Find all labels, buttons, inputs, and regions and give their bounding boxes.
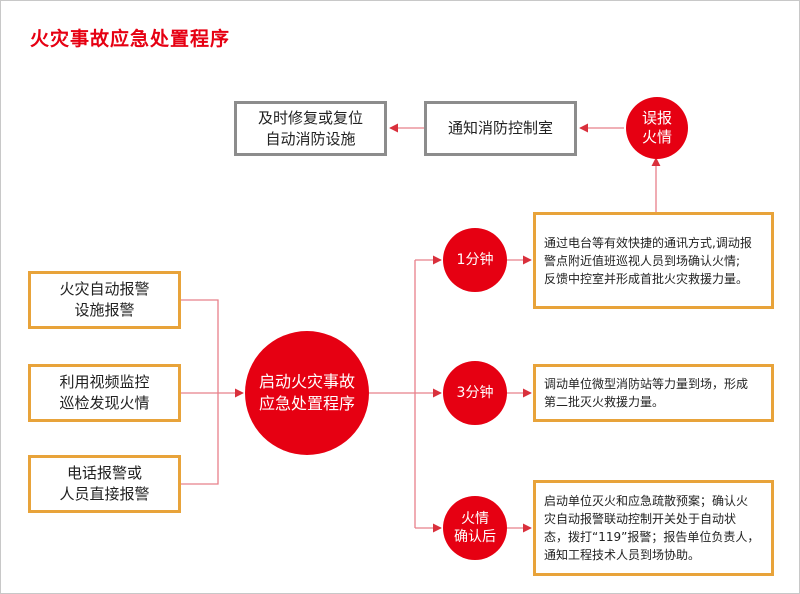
notify-control-room-box: 通知消防控制室 [424, 101, 577, 156]
stage-node-1-minute: 1分钟 [443, 228, 507, 292]
restore-fire-facilities-box: 及时修复或复位 自动消防设施 [234, 101, 387, 156]
source-box-video-monitor: 利用视频监控 巡检发现火情 [28, 364, 181, 422]
action-box-stage-2: 调动单位微型消防站等力量到场，形成 第二批灭火救援力量。 [533, 364, 774, 422]
stage-node-fire-confirmed: 火情 确认后 [443, 496, 507, 560]
center-node-start-procedure: 启动火灾事故 应急处置程序 [245, 331, 369, 455]
connector-source-3 [181, 393, 219, 485]
action-box-stage-3: 启动单位灭火和应急疏散预案；确认火 灾自动报警联动控制开关处于自动状 态，拨打“… [533, 480, 774, 576]
stage-node-3-minutes: 3分钟 [443, 361, 507, 425]
source-box-phone-report: 电话报警或 人员直接报警 [28, 455, 181, 513]
source-box-auto-alarm: 火灾自动报警 设施报警 [28, 271, 181, 329]
connector-source-1 [181, 299, 219, 393]
action-box-stage-1: 通过电台等有效快捷的通讯方式,调动报 警点附近值班巡视人员到场确认火情; 反馈中… [533, 212, 774, 309]
false-alarm-node: 误报 火情 [626, 97, 688, 159]
page-title: 火灾事故应急处置程序 [30, 28, 231, 50]
